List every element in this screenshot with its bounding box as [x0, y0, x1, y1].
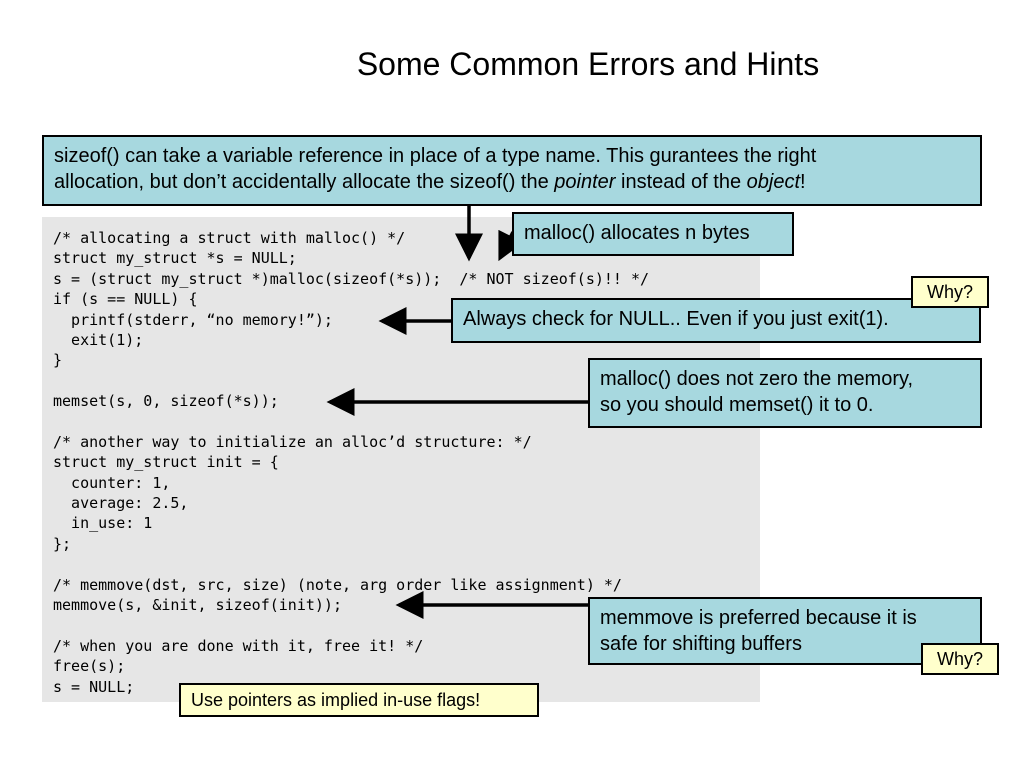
code-line: exit(1); — [53, 330, 144, 349]
callout-sizeof-line1: sizeof() can take a variable reference i… — [54, 145, 817, 167]
code-line: counter: 1, — [53, 473, 171, 492]
code-line: struct my_struct *s = NULL; — [53, 249, 297, 268]
code-line: struct my_struct init = { — [53, 453, 279, 472]
callout-check-null: Always check for NULL.. Even if you just… — [451, 298, 981, 343]
why-note-null: Why? — [911, 276, 989, 308]
callout-memset: malloc() does not zero the memory, so yo… — [588, 358, 982, 428]
callout-sizeof-line2: allocation, but don’t accidentally alloc… — [54, 171, 806, 193]
code-line — [53, 554, 649, 574]
code-line — [53, 371, 649, 391]
callout-malloc-bytes: malloc() allocates n bytes — [512, 212, 794, 256]
code-line: /* another way to initialize an alloc’d … — [53, 432, 532, 451]
code-line — [53, 412, 649, 432]
pointers-note: Use pointers as implied in-use flags! — [179, 683, 539, 717]
code-line: if (s == NULL) { — [53, 290, 198, 309]
code-line: average: 2.5, — [53, 494, 189, 513]
code-line: } — [53, 351, 63, 370]
code-line: /* memmove(dst, src, size) (note, arg or… — [53, 575, 622, 594]
slide-title: Some Common Errors and Hints — [356, 46, 820, 82]
callout-memmove: memmove is preferred because it is safe … — [588, 597, 982, 665]
why-note-memmove: Why? — [921, 643, 999, 675]
code-block: /* allocating a struct with malloc() */ s… — [53, 228, 649, 697]
code-line: free(s); — [53, 657, 126, 676]
code-line: /* when you are done with it, free it! *… — [53, 636, 424, 655]
callout-sizeof: sizeof() can take a variable reference i… — [42, 135, 982, 206]
code-line: memset(s, 0, sizeof(*s)); — [53, 392, 279, 411]
code-line: s = (struct my_struct *)malloc(sizeof(*s… — [53, 269, 650, 288]
code-line: printf(stderr, “no memory!”); — [53, 310, 333, 329]
code-line: memmove(s, &init, sizeof(init)); — [53, 596, 342, 615]
code-line: in_use: 1 — [53, 514, 153, 533]
code-line — [53, 615, 649, 635]
code-line: }; — [53, 534, 72, 553]
code-line: s = NULL; — [53, 677, 135, 696]
code-line: /* allocating a struct with malloc() */ — [53, 229, 406, 247]
